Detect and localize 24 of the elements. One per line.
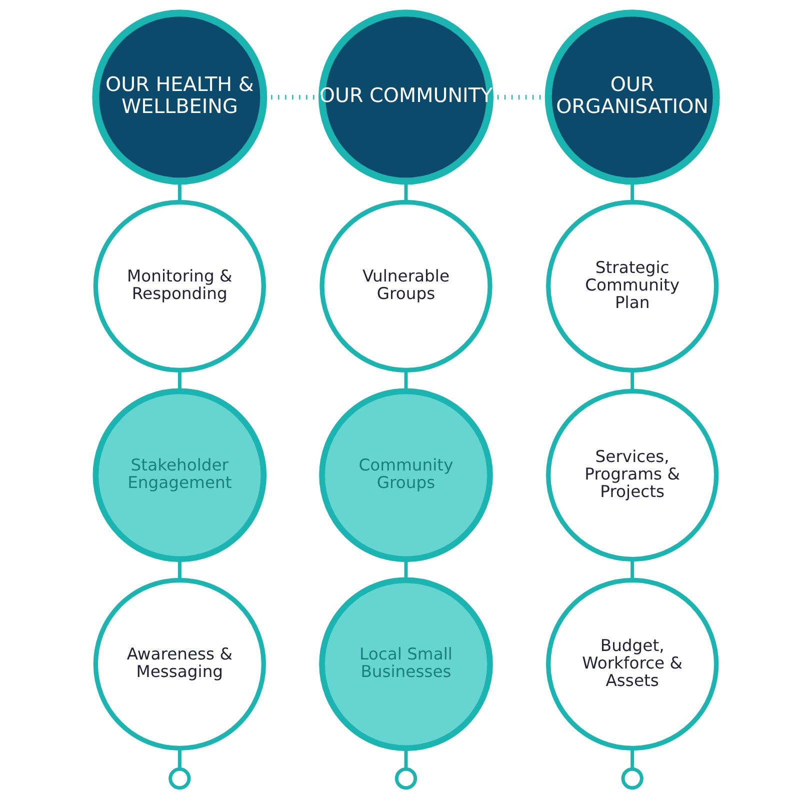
- node-circle: Awareness & Messaging: [93, 578, 266, 750]
- connector: [404, 559, 408, 580]
- node-circle: [394, 767, 418, 790]
- node-circle: Strategic Community Plan: [546, 200, 719, 372]
- connector: [178, 559, 182, 580]
- node-circle: Local Small Businesses: [319, 577, 493, 752]
- node-circle: Vulnerable Groups: [320, 200, 492, 372]
- node-circle: OUR COMMUNITY: [318, 10, 494, 185]
- node-circle: Services, Programs & Projects: [546, 388, 719, 562]
- node-circle: [168, 767, 191, 790]
- connector: [630, 559, 634, 580]
- node-circle: Community Groups: [319, 388, 493, 562]
- connector: [178, 370, 182, 392]
- connector: [404, 748, 408, 769]
- node-circle: Monitoring & Responding: [93, 200, 266, 372]
- connector: [630, 370, 634, 392]
- connector: [404, 370, 408, 392]
- connector: [178, 748, 182, 769]
- node-circle: [621, 767, 644, 790]
- node-circle: Budget, Workforce & Assets: [546, 578, 719, 750]
- node-circle: OUR HEALTH & WELLBEING: [92, 10, 268, 185]
- node-circle: Stakeholder Engagement: [92, 388, 267, 562]
- connector: [630, 748, 634, 769]
- node-circle: OUR ORGANISATION: [544, 10, 720, 185]
